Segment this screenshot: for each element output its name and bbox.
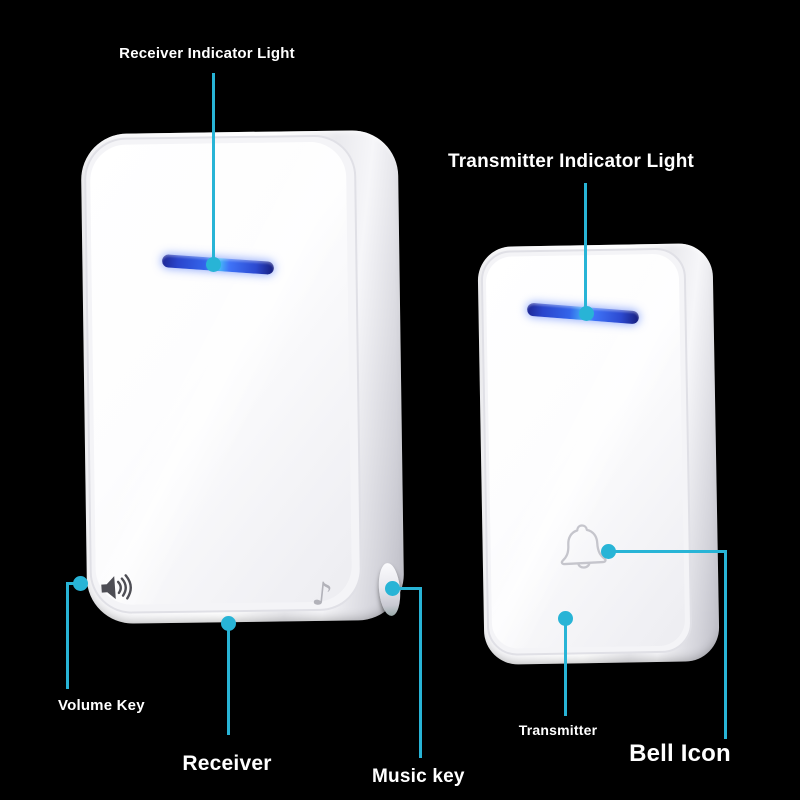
receiver-indicator-label: Receiver Indicator Light xyxy=(119,45,295,62)
volume-key-label: Volume Key xyxy=(58,697,145,714)
transmitter-indicator-dot xyxy=(579,306,594,321)
transmitter-indicator-leader-line xyxy=(584,183,587,309)
volume-key-leader-line-vertical xyxy=(66,582,69,689)
receiver-leader-line xyxy=(227,628,230,735)
transmitter-label: Transmitter xyxy=(518,722,598,738)
music-key-label: Music key xyxy=(372,766,465,787)
receiver-dot xyxy=(221,616,236,631)
bell-icon-leader-line-vertical xyxy=(724,550,727,739)
receiver-indicator-dot xyxy=(206,257,221,272)
bell-icon xyxy=(560,524,607,569)
transmitter-leader-line xyxy=(564,623,567,716)
speaker-volume-icon xyxy=(101,574,132,600)
music-note-icon: ♪ xyxy=(310,574,335,614)
bell-icon-label: Bell Icon xyxy=(629,740,731,767)
receiver-front-face xyxy=(89,141,353,606)
music-key-leader-line-vertical xyxy=(419,587,422,758)
bell-icon-leader-line-horizontal xyxy=(608,550,727,553)
receiver-label: Receiver xyxy=(182,752,272,775)
volume-key-leader-line-horizontal xyxy=(66,582,82,585)
transmitter-device xyxy=(477,242,720,666)
transmitter-dot xyxy=(558,611,573,626)
transmitter-indicator-label: Transmitter Indicator Light xyxy=(447,151,695,172)
receiver-device xyxy=(80,129,405,625)
receiver-indicator-leader-line xyxy=(212,73,215,259)
music-key-leader-line-horizontal xyxy=(392,587,422,590)
